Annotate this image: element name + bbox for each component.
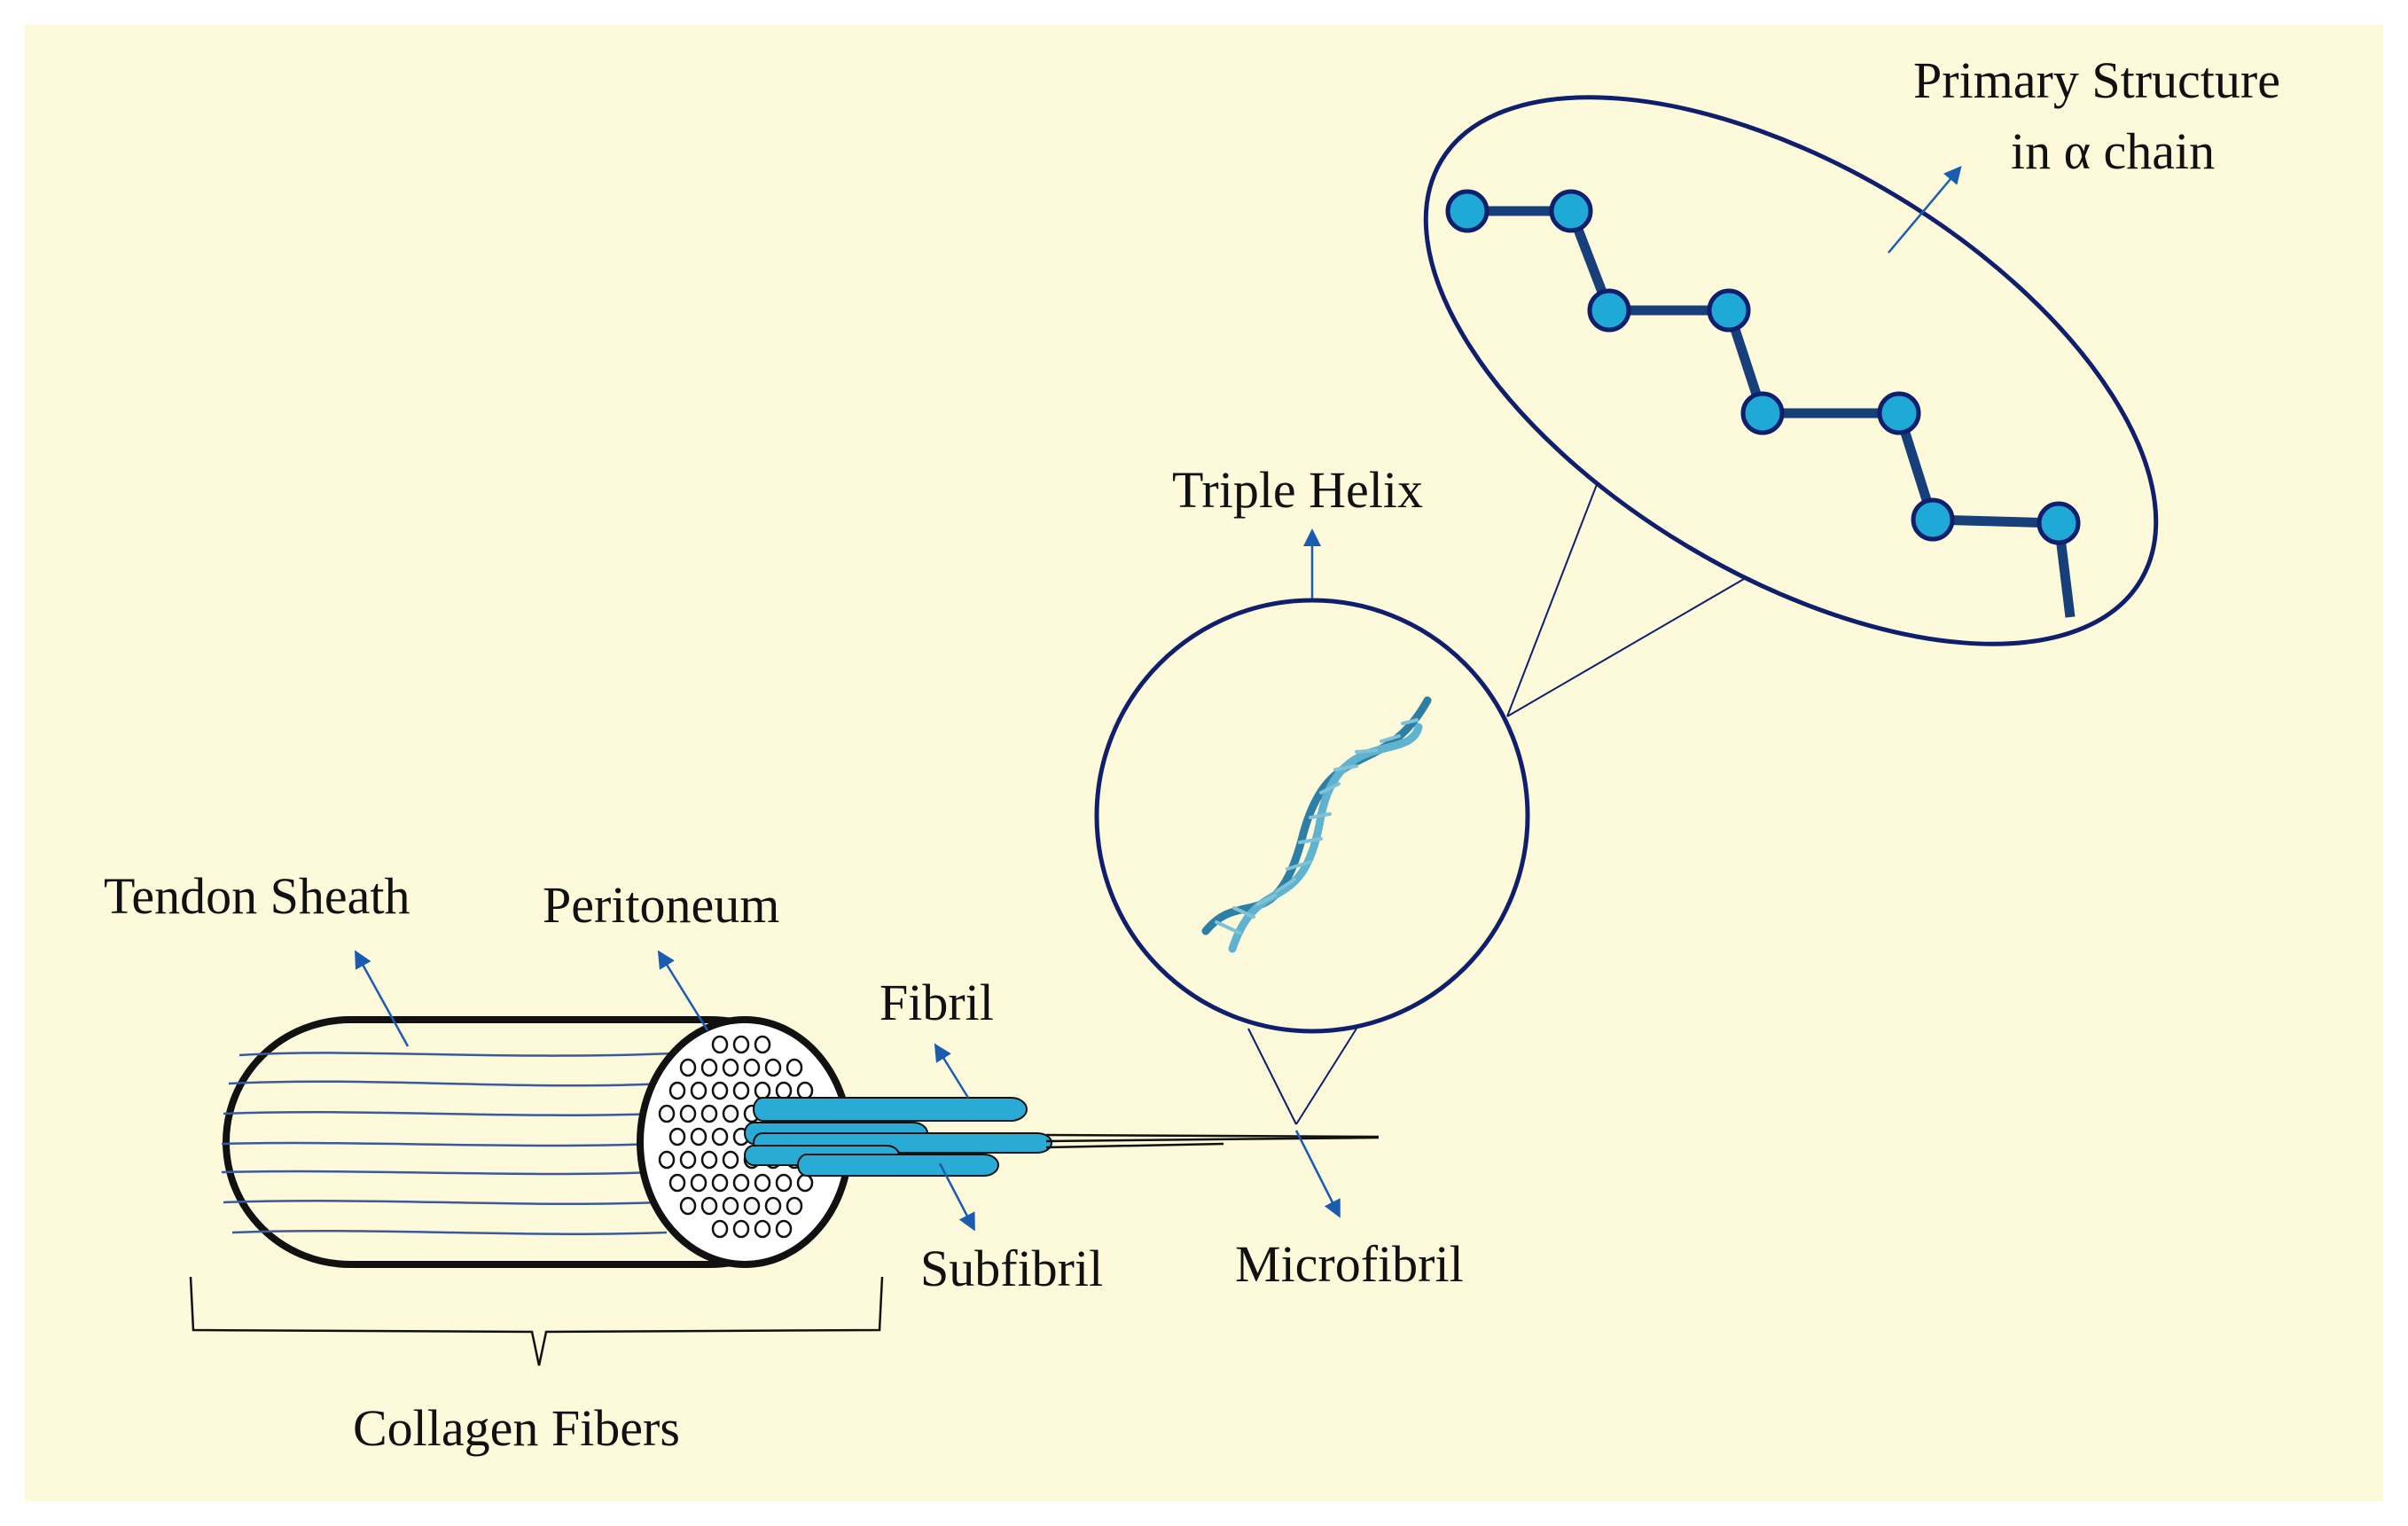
fascicle-dot [700,1196,718,1216]
amino-acid-bead [1549,189,1593,233]
fascicle-dot [679,1104,697,1123]
amino-acid-beads [1445,189,2081,545]
fascicle-dot [754,1219,771,1239]
fibril-rod [797,1154,999,1177]
alpha-chain-ellipse [1423,95,2159,646]
fascicle-dot [690,1173,708,1193]
fascicle-dot [722,1058,739,1077]
zoom-line [1295,1028,1357,1125]
amino-acid-bead [1740,391,1785,435]
arrow-peritoneum [657,950,709,1031]
amino-acid-bead [1877,391,1921,435]
fascicle-dot [754,1035,771,1054]
fascicle-dot [679,1196,697,1216]
fiber-line [221,1170,657,1176]
fascicle-dot [679,1150,697,1170]
fascicle-dot [700,1150,718,1170]
fascicle-dot [711,1127,729,1146]
alpha-chain-label: in α chain [2011,122,2215,180]
fascicle-dot [700,1058,718,1077]
fascicle-dot [743,1196,761,1216]
arrow-tendon-sheath [355,950,410,1047]
fascicle-dot [668,1081,686,1100]
fiber-line [221,1141,657,1147]
amino-acid-bead [1911,497,1955,542]
microfibril-label: Microfibril [1235,1235,1464,1293]
amino-acid-bead [1707,288,1751,333]
fiber-line [228,1080,668,1087]
fascicle-dot [732,1219,750,1239]
fascicle-dot [668,1127,686,1146]
arrow-primary-structure [1888,165,1962,254]
triple-helix-label: Triple Helix [1172,461,1423,519]
fascicle-dot [668,1173,686,1193]
zoom-line [1506,556,1783,717]
fascicle-dot [775,1081,793,1100]
fascicle-dot [711,1173,729,1193]
collagen-fibers-label: Collagen Fibers [353,1399,680,1457]
subfibril-label: Subfibril [920,1240,1103,1297]
fascicle-dot [775,1219,793,1239]
peritoneum-label: Peritoneum [543,876,779,934]
fascicle-dot [786,1058,803,1077]
tendon-cylinder [221,1016,853,1268]
fascicle-dot [796,1081,814,1100]
fascicle-dot [658,1150,676,1170]
fiber-line [223,1200,661,1205]
fascicle-dot [679,1058,697,1077]
fascicle-dot [796,1173,814,1193]
fascicle-dot [722,1196,739,1216]
fibril-bundle [744,1097,1380,1177]
zoom-line [1506,458,1607,717]
fascicle-dot [700,1104,718,1123]
triple-helix-zoom [1094,598,1530,1125]
fiber-line [223,1111,661,1116]
amino-acid-bead [1587,288,1631,333]
label-arrows [355,165,1962,1232]
microfibril-strands [1045,1133,1380,1149]
fascicle-dot [764,1058,782,1077]
fascicle-dot [690,1081,708,1100]
arrow-microfibril [1294,1130,1341,1218]
amino-acid-bead [1445,189,1489,233]
arrow-subfibril [938,1162,975,1232]
fascicle-dot [722,1150,739,1170]
fibril-rod [753,1097,1028,1122]
fascicle-dot [775,1173,793,1193]
helix-rungs [1215,718,1419,935]
tendon-sheath-label: Tendon Sheath [104,867,410,925]
fascicle-dot [711,1081,729,1100]
fiber-line [238,1052,675,1057]
fascicle-dot [690,1127,708,1146]
fascicle-dot [658,1104,676,1123]
primary-structure-label: Primary Structure [1913,51,2280,109]
fascicle-dot [732,1173,750,1193]
fascicle-dot [732,1081,750,1100]
fascicle-dot [786,1196,803,1216]
primary-structure-zoom [1423,95,2159,717]
collagen-fibers-brace [189,1276,884,1366]
fascicle-dot [754,1173,771,1193]
fiber-line [231,1230,668,1235]
fascicle-dot [711,1035,729,1054]
fibril-label: Fibril [880,974,994,1031]
arrow-fibril [934,1043,970,1099]
fascicle-dot [722,1104,739,1123]
helix-icon [1201,696,1432,953]
zoom-line [1247,1028,1297,1125]
fascicle-dot [732,1035,750,1054]
fascicle-dot [743,1058,761,1077]
tendon-fiber-lines [221,1052,675,1235]
fascicle-dot [764,1196,782,1216]
fascicle-dot [711,1219,729,1239]
fascicle-dot [754,1081,771,1100]
amino-acid-bead [2037,501,2081,545]
